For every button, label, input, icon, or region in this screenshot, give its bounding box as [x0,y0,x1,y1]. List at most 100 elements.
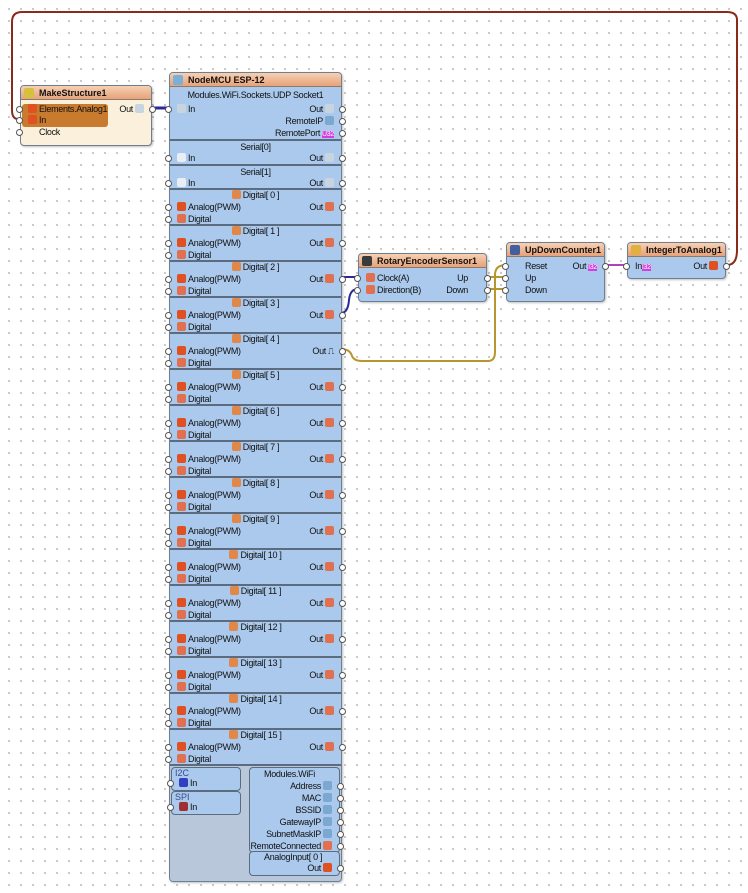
down-out-port[interactable] [484,287,491,294]
digital-2-out-port[interactable] [339,276,346,283]
up-down-counter-header[interactable]: UpDownCounter1 [507,243,604,257]
digital-1-analog-port[interactable] [165,240,172,247]
int-in-port[interactable] [623,263,630,270]
digital-6-out-port[interactable] [339,420,346,427]
wifi-remoteconnected-port[interactable] [337,843,344,850]
digital-15-out-port[interactable] [339,744,346,751]
counter-out-port[interactable] [602,263,609,270]
digital-7-analog-port[interactable] [165,456,172,463]
digital-8-analog-port[interactable] [165,492,172,499]
digital-3-analog-port[interactable] [165,312,172,319]
digital-14-analog-port[interactable] [165,708,172,715]
udp-remote-port-label: RemotePort [275,128,321,138]
digital-0-digital-port[interactable] [165,216,172,223]
digital-1-digital-port[interactable] [165,252,172,259]
digital-3-out-port[interactable] [339,312,346,319]
udp-in-port[interactable] [165,106,172,113]
digital-15-digital-port[interactable] [165,756,172,763]
digital-8-out-port[interactable] [339,492,346,499]
digital-4-out-port[interactable] [339,348,346,355]
rotary-encoder-header[interactable]: RotaryEncoderSensor1 [359,254,486,268]
digital-0-analog-port[interactable] [165,204,172,211]
digital-11-out-port[interactable] [339,600,346,607]
digital-2-digital-port[interactable] [165,288,172,295]
digital-4-digital-port[interactable] [165,360,172,367]
reset-in-port[interactable] [502,263,509,270]
out-port-port[interactable] [149,106,156,113]
digital-9-out-port[interactable] [339,528,346,535]
digital-11-digital-port[interactable] [165,612,172,619]
digital-6-digital-port[interactable] [165,432,172,439]
up-out-port[interactable] [484,275,491,282]
digital-7-out-port[interactable] [339,456,346,463]
serial-1-out-port[interactable] [339,180,346,187]
i2c-in-port[interactable] [167,780,174,787]
element-analog1-port[interactable] [16,106,23,113]
direction-b-port[interactable] [354,287,361,294]
spi-in-port[interactable] [167,804,174,811]
digital-11-analog-port[interactable] [165,600,172,607]
wire-d4-to-reset[interactable] [340,264,507,362]
udp-out-port[interactable] [339,106,346,113]
wire-d3-to-direction[interactable] [340,288,359,314]
analog-input-out-port[interactable] [337,865,344,872]
digital-13-analog-port[interactable] [165,672,172,679]
wifi-bssid-port[interactable] [337,807,344,814]
digital-0-digital: Digital [165,213,211,225]
serial-0-out-port[interactable] [339,155,346,162]
digital-13-digital-port[interactable] [165,684,172,691]
in-port-port[interactable] [16,117,23,124]
wifi-gatewayip-port[interactable] [337,819,344,826]
digital-10-digital-port[interactable] [165,576,172,583]
up-in-port[interactable] [502,275,509,282]
digital-1-title: Digital[ 1 ] [170,225,341,237]
digital-12-out-port[interactable] [339,636,346,643]
digital-9-digital-port[interactable] [165,540,172,547]
digital-1-out-port[interactable] [339,240,346,247]
digital-8-digital-port[interactable] [165,504,172,511]
udp-remote-port-port[interactable] [339,130,346,137]
digital-0-out-port[interactable] [339,204,346,211]
clock-a-port[interactable] [354,275,361,282]
nodemcu-esp12-header[interactable]: NodeMCU ESP-12 [170,73,341,87]
wifi-mac-port[interactable] [337,795,344,802]
make-structure-header[interactable]: MakeStructure1 [21,86,151,100]
analog-input-box[interactable]: AnalogInput[ 0 ]Out [249,851,344,876]
serial-1-in-port[interactable] [165,180,172,187]
digital-7-digital-port[interactable] [165,468,172,475]
wifi-address-port[interactable] [337,783,344,790]
digital-14-digital-port[interactable] [165,720,172,727]
integer-to-analog-header[interactable]: IntegerToAnalog1 [628,243,725,257]
digital-13-out-port[interactable] [339,672,346,679]
digital-6-analog-port[interactable] [165,420,172,427]
wire-int-to-structure[interactable] [11,11,738,266]
serial-0-in-port[interactable] [165,155,172,162]
digital-5-analog-port[interactable] [165,384,172,391]
digital-12-digital-port[interactable] [165,648,172,655]
down-in-port[interactable] [502,287,509,294]
udp-remote-ip-port[interactable] [339,118,346,125]
digital-10-analog-port[interactable] [165,564,172,571]
digital-14-out-port[interactable] [339,708,346,715]
digital-3-digital-port[interactable] [165,324,172,331]
wifi-subnetmaskip-port[interactable] [337,831,344,838]
digital-10-out-port[interactable] [339,564,346,571]
clock-port-port[interactable] [16,129,23,136]
digital-9-analog-port[interactable] [165,528,172,535]
digital-15-analog-port[interactable] [165,744,172,751]
int-out-port[interactable] [723,263,730,270]
digital-2-analog-port[interactable] [165,276,172,283]
digital-4-analog-port[interactable] [165,348,172,355]
digital-5-out-port[interactable] [339,384,346,391]
digital-5-digital-port[interactable] [165,396,172,403]
digital-12-analog-port[interactable] [165,636,172,643]
digital-14-analog: Analog(PWM) [165,705,241,717]
